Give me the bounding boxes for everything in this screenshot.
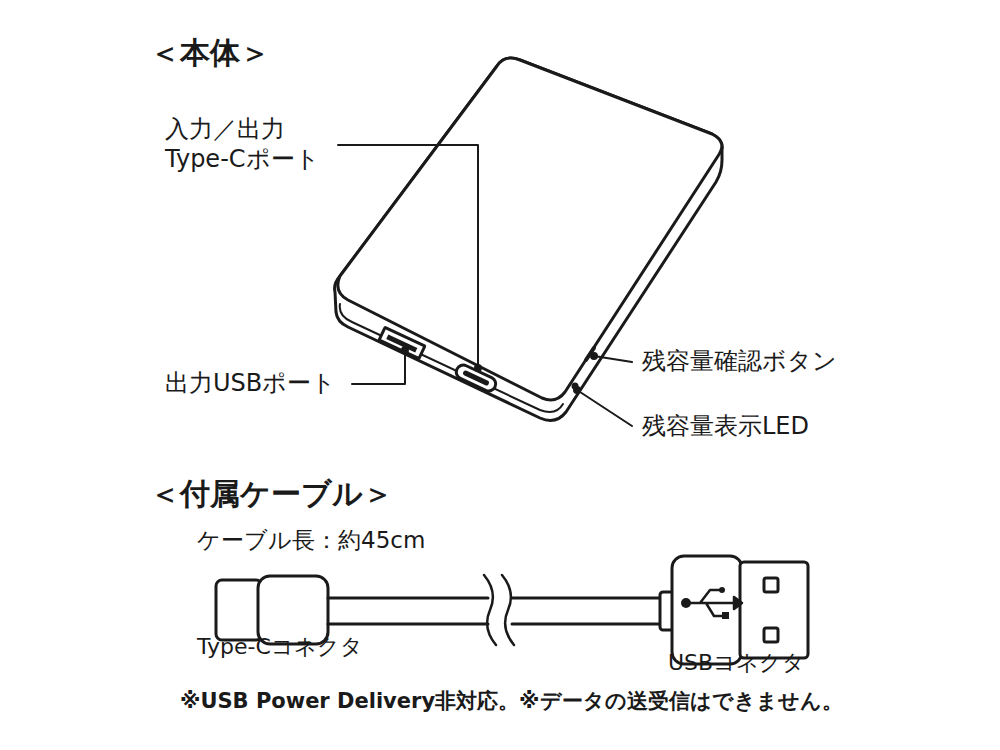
connector-label: USBコネクタ (668, 649, 805, 677)
section-heading: ＜本体＞ (150, 34, 270, 72)
leader-lines (338, 145, 632, 426)
leader-type-c (338, 145, 478, 368)
port-label: 出力USBポート (165, 368, 336, 398)
leader-usb (352, 350, 405, 384)
leader-led (577, 390, 632, 426)
usb-symbol (681, 587, 742, 619)
note-caption: ※USB Power Delivery非対応。※データの送受信はできません。 (180, 688, 843, 714)
leader-dot (475, 365, 481, 371)
section-heading: ＜付属ケーブル＞ (150, 475, 393, 513)
usb-hole (764, 628, 778, 642)
type-c-port (454, 363, 498, 393)
connector-label: Type-Cコネクタ (197, 633, 363, 661)
leader-button (594, 356, 632, 362)
front-edge (340, 304, 563, 412)
usb-plug-metal (740, 562, 808, 658)
leader-dot (574, 387, 580, 393)
cable-break (484, 575, 514, 645)
cable-wire (328, 598, 662, 624)
usb-port (379, 327, 425, 358)
usb-hole (764, 578, 778, 592)
port-label: 入力／出力 Type-Cポート (165, 114, 330, 174)
type-c-boot (258, 576, 328, 644)
dimension-label: ケーブル長：約45cm (197, 526, 425, 555)
leader-dot (402, 347, 408, 353)
usb-plug-body (672, 556, 742, 664)
leader-dot (591, 353, 597, 359)
part-label: 残容量確認ボタン (642, 346, 837, 376)
part-label: 残容量表示LED (642, 411, 809, 441)
type-c-plug (216, 580, 262, 640)
